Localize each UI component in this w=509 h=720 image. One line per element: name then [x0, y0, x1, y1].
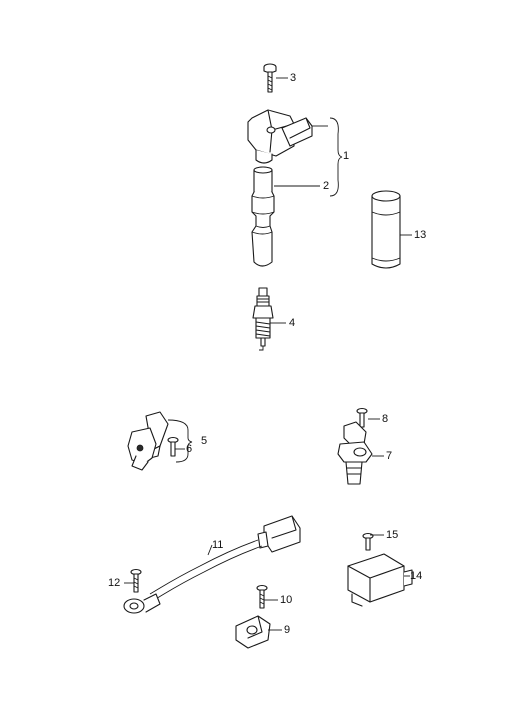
part-13-sleeve[interactable] — [371, 190, 401, 269]
callout-14: 14 — [410, 570, 423, 582]
callout-9: 9 — [284, 624, 291, 636]
callout-12: 12 — [108, 577, 121, 589]
callout-10: 10 — [280, 594, 293, 606]
callout-11: 11 — [212, 539, 224, 551]
callout-8: 8 — [382, 413, 389, 425]
callout-6: 6 — [186, 443, 193, 455]
callout-5: 5 — [201, 435, 208, 447]
callout-3: 3 — [290, 72, 297, 84]
part-2-coil-boot[interactable] — [251, 166, 275, 267]
part-11-knock-sensor-cable[interactable] — [123, 515, 301, 614]
part-1-ignition-coil[interactable] — [247, 109, 313, 164]
leader-lines — [124, 77, 412, 631]
callout-13: 13 — [414, 229, 427, 241]
part-5-position-sensor[interactable] — [127, 411, 169, 471]
part-6-bolt[interactable] — [167, 436, 179, 457]
callout-4: 4 — [289, 317, 296, 329]
part-3-bolt[interactable] — [263, 63, 277, 93]
part-10-bolt[interactable] — [256, 584, 268, 609]
callout-2: 2 — [323, 180, 330, 192]
callout-7: 7 — [386, 450, 393, 462]
part-4-spark-plug[interactable] — [252, 287, 274, 351]
part-7-sensor[interactable] — [337, 421, 373, 485]
callout-15: 15 — [386, 529, 399, 541]
part-12-bolt[interactable] — [130, 568, 142, 593]
callout-1: 1 — [343, 150, 350, 162]
part-14-control-unit[interactable] — [347, 553, 413, 607]
part-9-sensor[interactable] — [235, 615, 271, 649]
part-8-bolt[interactable] — [356, 407, 368, 428]
part-15-bolt[interactable] — [362, 532, 374, 551]
